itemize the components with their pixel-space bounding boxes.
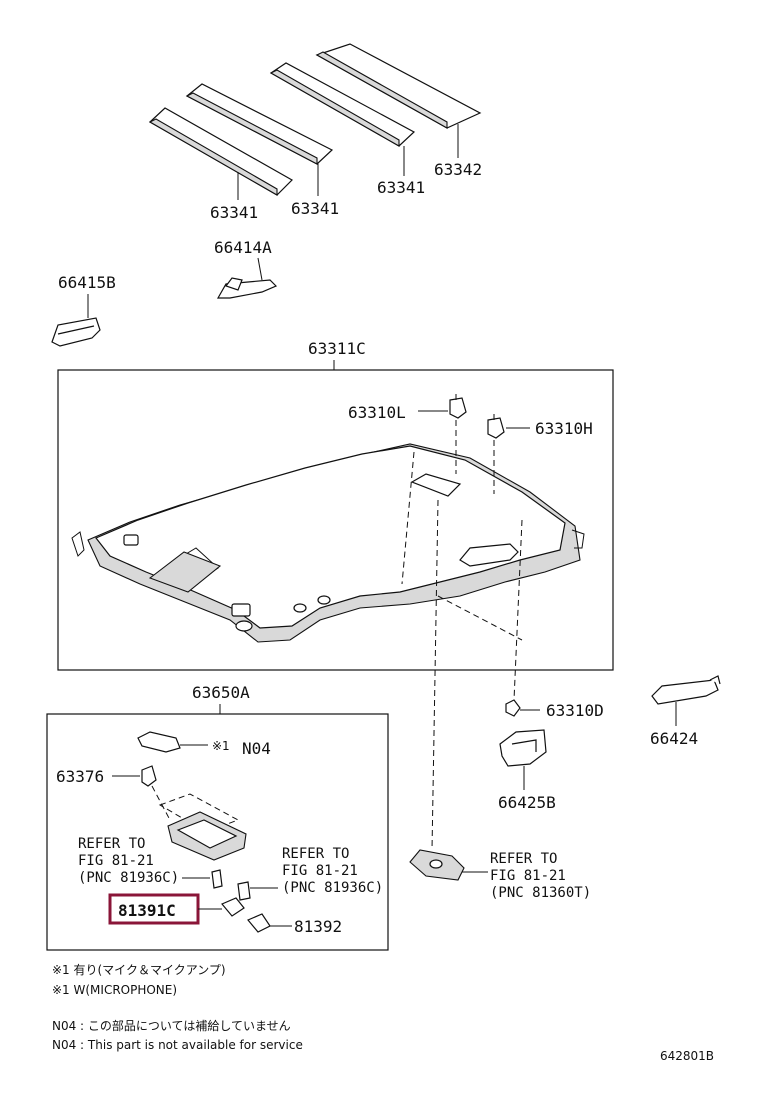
bulb-81936c-right[interactable] (237, 881, 251, 901)
label-63310d: 63310D (546, 701, 604, 720)
refer-middle-line3: (PNC 81936C) (282, 880, 383, 896)
label-63341b: 63341 (291, 199, 339, 218)
label-66414a: 66414A (214, 238, 272, 257)
label-66415b: 66415B (58, 273, 116, 292)
refer-right-line2: FIG 81-21 (490, 868, 566, 884)
bracket-66425b[interactable] (499, 729, 547, 767)
map-lamp-63650a[interactable] (158, 793, 247, 861)
foam-strip-63341c[interactable] (269, 62, 416, 147)
refer-right-line1: REFER TO (490, 851, 557, 867)
lens-81391c[interactable] (221, 897, 245, 917)
bracket-66414a[interactable] (216, 277, 278, 299)
clip-63310d[interactable] (505, 699, 521, 717)
refer-left-line1: REFER TO (78, 836, 145, 852)
microphone-n04[interactable] (137, 731, 181, 753)
component-81360t[interactable] (409, 849, 465, 881)
label-63341c: 63341 (377, 178, 425, 197)
note-n04-jp: N04 : この部品については補給していません (52, 1018, 291, 1033)
refer-left-line3: (PNC 81936C) (78, 870, 179, 886)
label-63341a: 63341 (210, 203, 258, 222)
foam-strip-63341b[interactable] (185, 83, 334, 165)
note-n04-en: N04 : This part is not available for ser… (52, 1038, 303, 1052)
mark-1: ※1 (212, 739, 230, 753)
label-63342: 63342 (434, 160, 482, 179)
clip-63310h[interactable] (487, 414, 505, 439)
headliner-box (57, 369, 614, 671)
refer-middle-line2: FIG 81-21 (282, 863, 358, 879)
note-1-jp: ※1 有り(マイク＆マイクアンプ) (52, 963, 226, 977)
refer-middle-line1: REFER TO (282, 846, 349, 862)
label-63376: 63376 (56, 767, 104, 786)
clip-63376[interactable] (141, 765, 157, 787)
label-63310h: 63310H (535, 419, 593, 438)
foam-strip-63342[interactable] (315, 43, 482, 129)
bracket-66415b[interactable] (51, 317, 101, 347)
label-66424: 66424 (650, 729, 698, 748)
bracket-66424[interactable] (651, 675, 721, 705)
lens-81392[interactable] (247, 913, 271, 933)
label-81392: 81392 (294, 917, 342, 936)
figure-code: 642801B (660, 1049, 714, 1063)
label-66425b: 66425B (498, 793, 556, 812)
bulb-81936c-left[interactable] (211, 869, 223, 889)
label-63311c: 63311C (308, 339, 366, 358)
note-1-en: ※1 W(MICROPHONE) (52, 983, 177, 997)
foam-strip-63341a[interactable] (148, 107, 293, 196)
refer-right-line3: (PNC 81360T) (490, 885, 591, 901)
label-63310l: 63310L (348, 403, 406, 422)
label-81391c: 81391C (118, 901, 176, 920)
clip-63310l[interactable] (449, 394, 467, 419)
label-63650a: 63650A (192, 683, 250, 702)
label-n04: N04 (242, 739, 271, 758)
headliner-63311c[interactable] (71, 443, 585, 643)
map-lamp-box (46, 713, 389, 951)
refer-left-line2: FIG 81-21 (78, 853, 154, 869)
